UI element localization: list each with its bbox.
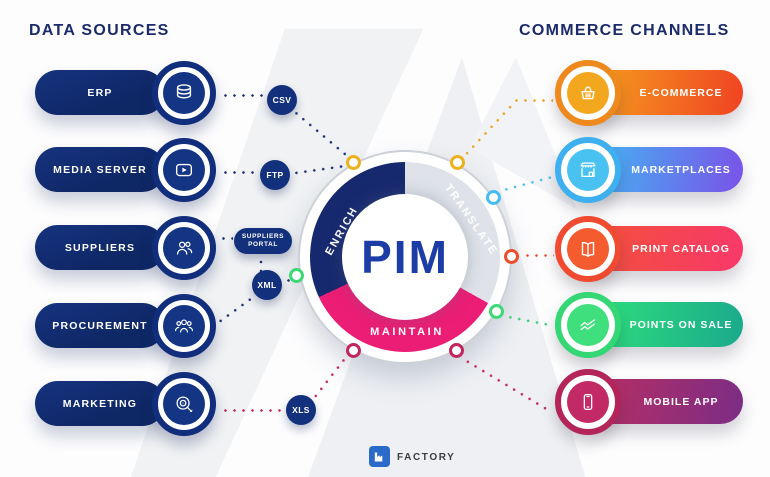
connector-erp-csv [221, 94, 263, 97]
open-book-icon [567, 228, 609, 270]
storefront-icon [567, 149, 609, 191]
source-circle-procurement [152, 294, 216, 358]
link-label: CSV [272, 95, 292, 105]
link-node-ftp: FTP [260, 160, 290, 190]
media-play-icon [163, 149, 205, 191]
source-pill-media-server: MEDIA SERVER [35, 147, 165, 192]
hub-node-cyan [486, 190, 501, 205]
sales-chart-icon [567, 304, 609, 346]
channel-circle-marketplaces [555, 137, 621, 203]
source-label: MARKETING [62, 397, 138, 410]
link-node-xml: XML [252, 270, 282, 300]
connector-mediaserver-ftp [221, 171, 257, 174]
link-node-csv: CSV [267, 85, 297, 115]
data-sources-title: DATA SOURCES [29, 22, 170, 39]
connector-marketing-xls [221, 409, 283, 412]
smartphone-icon [567, 381, 609, 423]
link-node-xls: XLS [286, 395, 316, 425]
source-pill-procurement: PROCUREMENT [35, 303, 165, 348]
channel-circle-print-catalog [555, 216, 621, 282]
connector-hub-printcatalog [523, 254, 554, 257]
hub-node-amber-right [450, 155, 465, 170]
segment-label-maintain: MAINTAIN [370, 326, 444, 338]
connector-hub-mobileapp [463, 358, 548, 411]
source-circle-marketing [152, 372, 216, 436]
hub-node-amber-left [346, 155, 361, 170]
channel-label: E-COMMERCE [639, 86, 723, 99]
source-label: ERP [87, 86, 113, 99]
link-node-suppliers-portal: SUPPLIERS PORTAL [234, 228, 292, 254]
channel-label: POINTS ON SALE [629, 318, 733, 331]
link-label: XLS [292, 405, 310, 415]
channel-circle-mobile-app [555, 369, 621, 435]
channel-circle-ecommerce [555, 60, 621, 126]
source-circle-erp [152, 61, 216, 125]
link-label: XML [257, 280, 277, 290]
source-pill-marketing: MARKETING [35, 381, 165, 426]
source-circle-suppliers [152, 216, 216, 280]
brand-name: FACTORY [397, 452, 456, 463]
hub-node-crimson-left [346, 343, 361, 358]
connector-csv-hub [292, 109, 349, 158]
source-circle-media-server [152, 138, 216, 202]
source-pill-suppliers: SUPPLIERS [35, 225, 165, 270]
connector-portal-xml [259, 257, 263, 273]
link-label: PORTAL [248, 241, 278, 248]
link-label: SUPPLIERS [241, 232, 285, 240]
hub-core: PIM [342, 194, 468, 320]
hub-node-green-left [289, 268, 304, 283]
source-label: MEDIA SERVER [53, 163, 147, 176]
connector-hub-marketplaces [501, 175, 554, 192]
database-icon [163, 72, 205, 114]
hub-title: PIM [361, 231, 449, 283]
connector-suppliers-portal [219, 237, 233, 240]
source-pill-erp: ERP [35, 70, 165, 115]
channel-label: MOBILE APP [643, 395, 719, 408]
factory-logo-icon [369, 446, 390, 467]
source-label: PROCUREMENT [52, 319, 148, 332]
channel-label: PRINT CATALOG [632, 242, 730, 255]
connector-hub-ecommerce-2 [512, 99, 553, 102]
commerce-channels-title: COMMERCE CHANNELS [519, 22, 730, 39]
link-label: FTP [266, 170, 284, 180]
channel-circle-points-on-sale [555, 292, 621, 358]
connector-procurement-xml [216, 297, 252, 325]
marketing-target-icon [163, 383, 205, 425]
hub-node-crimson-right [449, 343, 464, 358]
basket-icon [567, 72, 609, 114]
hub-node-redorange [504, 249, 519, 264]
procurement-team-icon [163, 305, 205, 347]
suppliers-users-icon [163, 227, 205, 269]
connector-hub-ecommerce-1 [462, 104, 513, 158]
source-label: SUPPLIERS [64, 241, 136, 254]
connector-xls-hub [311, 358, 346, 401]
connector-hub-pointsonsale [505, 315, 553, 327]
hub-node-green-right [489, 304, 504, 319]
channel-label: MARKETPLACES [631, 163, 731, 176]
